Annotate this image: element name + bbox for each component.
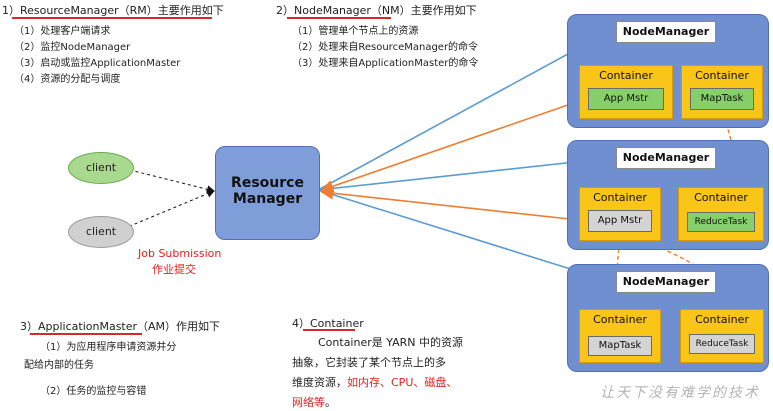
nm-item: （3）处理来自ApplicationMaster的命令 (292, 58, 479, 69)
container: Container ReduceTask (678, 187, 764, 241)
appmstr2-to-rm-arrow (320, 186, 589, 222)
rm-to-nm1-arrow (317, 29, 614, 191)
nm-section-title: 2）NodeManager（NM）主要作用如下 (276, 4, 477, 17)
nm-item: （2）处理来自ResourceManager的命令 (292, 42, 479, 53)
client1-to-rm-arrow (117, 166, 215, 194)
container: Container MapTask (681, 65, 763, 119)
container-desc-line: 维度资源，如内存、CPU、磁盘、 (292, 374, 457, 390)
app-mstr-task: App Mstr (588, 210, 652, 232)
container-desc-line: Container是 YARN 中的资源 (318, 336, 464, 349)
client-node: client (68, 216, 134, 248)
app-mstr-task: App Mstr (588, 88, 664, 110)
appmstr1-to-rm-arrow (320, 97, 589, 193)
am-section-title: 3）ApplicationMaster（AM）作用如下 (20, 320, 221, 333)
rm-item: （2）监控NodeManager (14, 42, 131, 53)
rm-item: （1）处理客户端请求 (14, 26, 111, 37)
node-manager-1: NodeManager Container App Mstr Container… (567, 14, 769, 128)
rm-item: （4）资源的分配与调度 (14, 74, 121, 85)
container-section-title: 4）Container (292, 317, 364, 330)
job-submission-zh-label: 作业提交 (152, 263, 196, 276)
am-item: （1）为应用程序申请资源并分 (40, 342, 177, 353)
container: Container App Mstr (579, 65, 673, 119)
rm-to-nm3-arrow (317, 189, 614, 285)
job-submission-label: Job Submission (138, 247, 222, 260)
rm-to-nm2-arrow (317, 152, 614, 191)
reduce-task: ReduceTask (689, 334, 755, 354)
container-desc-line: 抽象，它封装了某个节点上的多 (292, 356, 446, 369)
container-desc-text: 维度资源， (292, 376, 347, 389)
container-desc-line: 网络等。 (292, 394, 336, 410)
container: Container App Mstr (579, 187, 661, 241)
reduce-task: ReduceTask (687, 212, 755, 232)
container-resources-highlight: 网络等 (292, 396, 325, 409)
container-label: Container (695, 69, 749, 82)
rm-section-title: 1）ResourceManager（RM）主要作用如下 (2, 4, 224, 17)
resource-manager-label-line2: Manager (232, 191, 303, 207)
container-label: Container (599, 69, 653, 82)
rm-item: （3）启动或监控ApplicationMaster (14, 58, 181, 69)
container-label: Container (593, 313, 647, 326)
container-section-underline (303, 329, 355, 331)
client-node: client (68, 152, 134, 184)
watermark: 让天下没有难学的技术 (600, 385, 760, 401)
node-manager-3: NodeManager Container MapTask Container … (567, 264, 769, 372)
nm-item: （1）管理单个节点上的资源 (292, 26, 419, 37)
node-manager-2: NodeManager Container App Mstr Container… (567, 140, 769, 250)
container-label: Container (695, 313, 749, 326)
nm-section-underline (287, 17, 391, 19)
am-section-underline (30, 333, 142, 335)
node-manager-title: NodeManager (616, 271, 716, 293)
map-task: MapTask (588, 336, 652, 356)
resource-manager-label-line1: Resource (231, 175, 304, 191)
rm-section-underline (12, 17, 212, 19)
container-desc-end: 。 (325, 396, 336, 409)
am-item: 配给内部的任务 (24, 360, 94, 371)
container-label: Container (593, 191, 647, 204)
client2-to-rm-arrow (117, 190, 215, 232)
container: Container MapTask (579, 309, 661, 363)
node-manager-title: NodeManager (616, 147, 716, 169)
container: Container ReduceTask (680, 309, 764, 363)
am-item: （2）任务的监控与容错 (40, 386, 147, 397)
container-resources-highlight: 如内存、CPU、磁盘、 (347, 376, 458, 389)
map-task: MapTask (690, 88, 754, 110)
node-manager-title: NodeManager (616, 21, 716, 43)
resource-manager-box: Resource Manager (215, 146, 320, 240)
container-label: Container (694, 191, 748, 204)
